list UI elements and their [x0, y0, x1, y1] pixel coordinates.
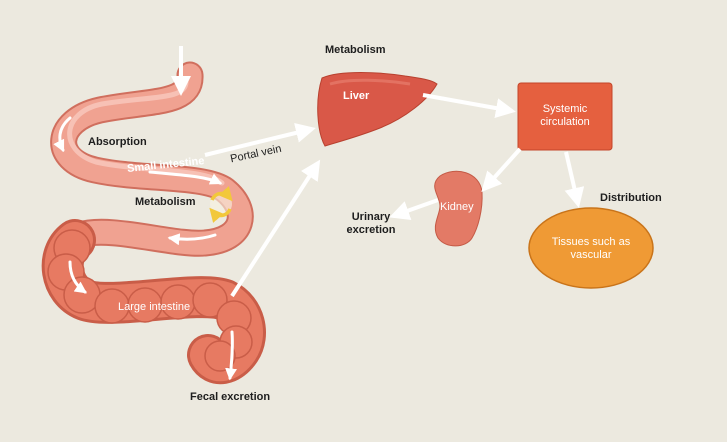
large-intestine-shape — [41, 219, 266, 385]
absorption-label: Absorption — [88, 136, 147, 148]
metabolism-gut-label: Metabolism — [135, 196, 196, 208]
urinary-excretion-label: Urinary excretion — [346, 211, 396, 236]
metabolism-top-label: Metabolism — [325, 44, 386, 56]
liver-shape — [317, 72, 438, 147]
liver-label: Liver — [343, 90, 370, 102]
kidney-shape — [434, 170, 483, 247]
systemic-circulation-box — [517, 82, 613, 151]
tissues-label: Tissues such as vascular — [551, 236, 631, 261]
large-intestine-label: Large intestine — [118, 301, 191, 313]
intestine-flow-arrows — [53, 116, 238, 381]
metabolism-cycle-icon — [209, 186, 233, 223]
pathway-arrows — [204, 93, 585, 298]
small-intestine-shape — [50, 61, 254, 314]
fecal-excretion-label: Fecal excretion — [190, 391, 271, 403]
kidney-label: Kidney — [440, 201, 474, 213]
distribution-label: Distribution — [600, 192, 662, 204]
systemic-circulation-label: Systemic circulation — [540, 103, 590, 128]
tissues-ellipse — [528, 207, 654, 289]
